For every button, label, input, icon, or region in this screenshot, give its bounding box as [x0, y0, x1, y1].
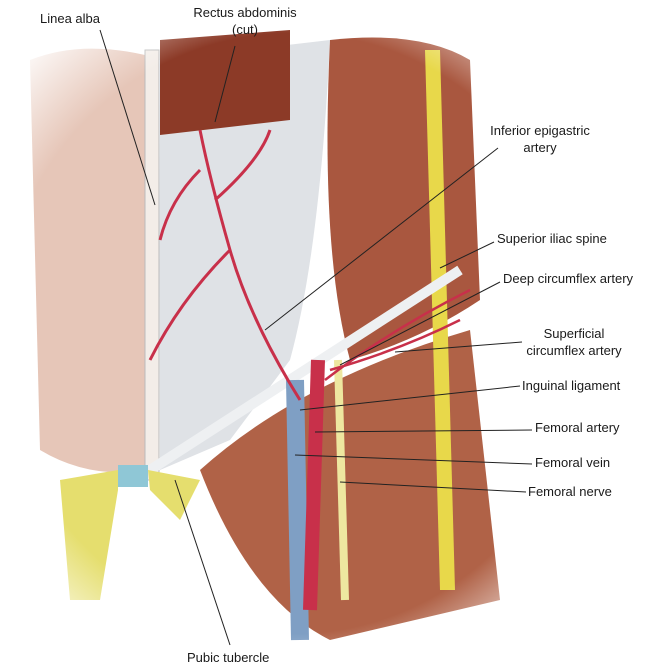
- label-line: artery: [523, 140, 557, 155]
- label-superficial-circumflex-artery: Superficial circumflex artery: [515, 325, 633, 359]
- leader-lines: [99, 29, 533, 646]
- label-femoral-artery: Femoral artery: [535, 420, 620, 435]
- label-line: Superficial: [543, 326, 605, 341]
- label-line: (cut): [232, 22, 258, 37]
- label-superior-iliac-spine: Superior iliac spine: [497, 231, 607, 246]
- label-femoral-nerve: Femoral nerve: [528, 484, 612, 499]
- label-rectus-abdominis: Rectus abdominis (cut): [185, 4, 305, 38]
- label-line: Rectus abdominis: [193, 5, 297, 20]
- label-inferior-epigastric-artery: Inferior epigastric artery: [475, 122, 605, 156]
- label-linea-alba: Linea alba: [40, 11, 100, 26]
- label-femoral-vein: Femoral vein: [535, 455, 611, 470]
- label-line: Inferior epigastric: [490, 123, 590, 138]
- label-line: circumflex artery: [526, 343, 622, 358]
- label-deep-circumflex-artery: Deep circumflex artery: [503, 271, 634, 286]
- label-inguinal-ligament: Inguinal ligament: [522, 378, 621, 393]
- label-pubic-tubercle: Pubic tubercle: [187, 650, 270, 665]
